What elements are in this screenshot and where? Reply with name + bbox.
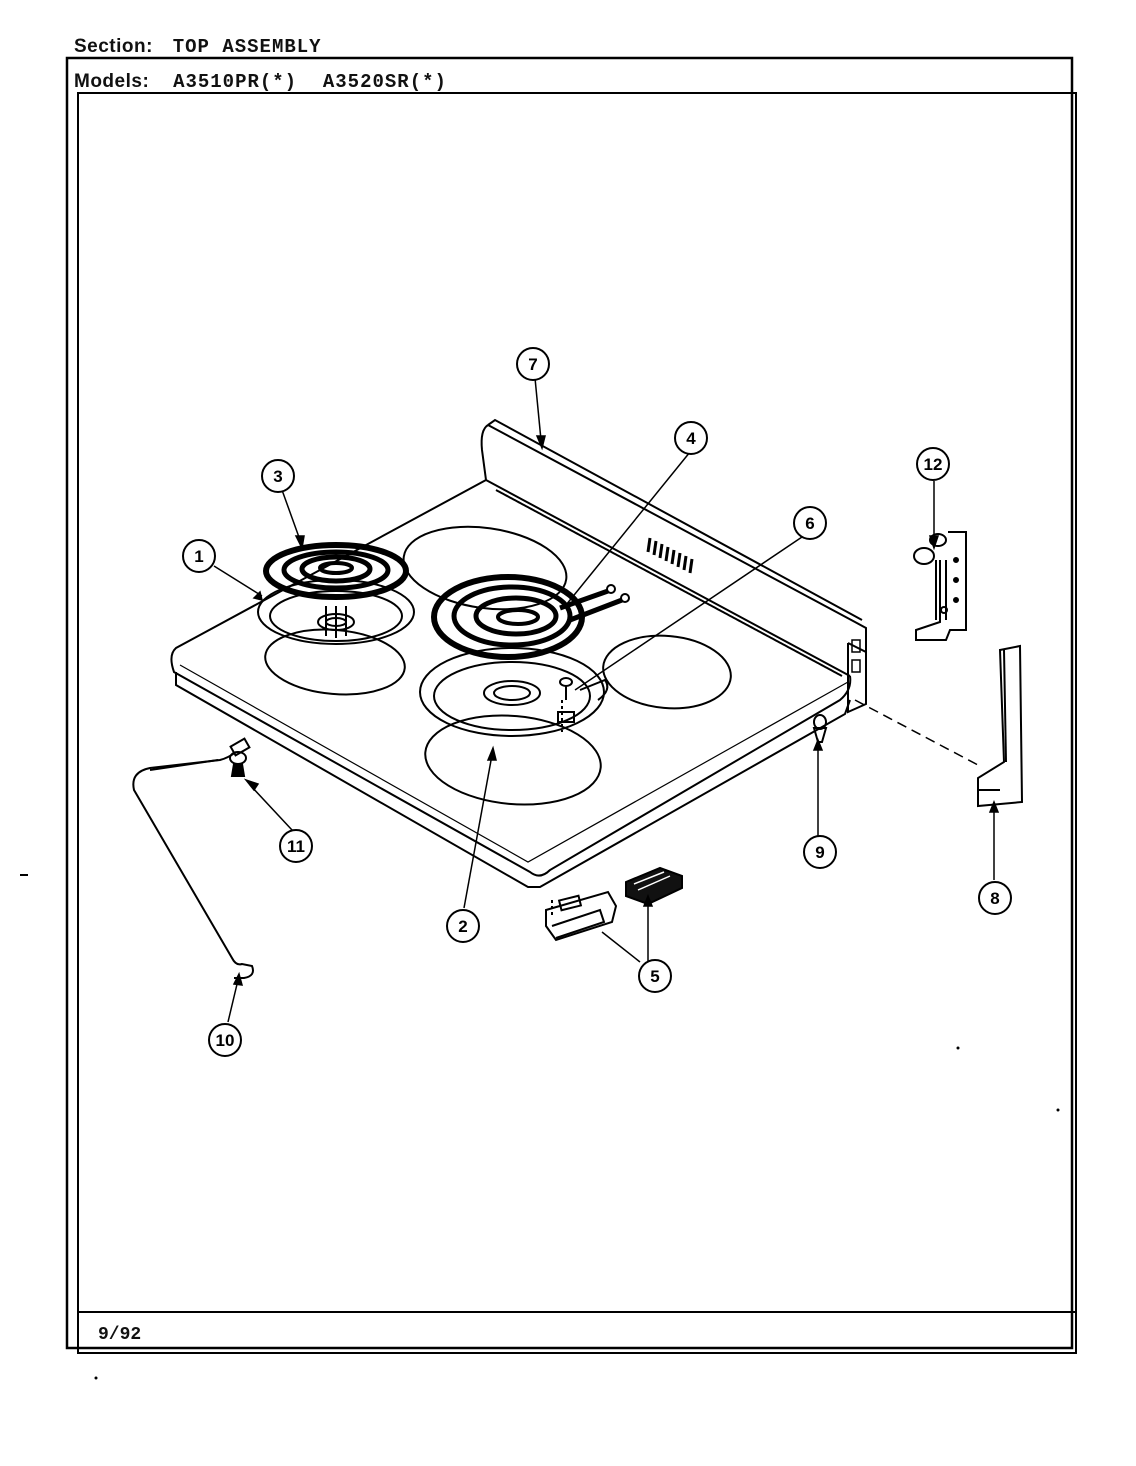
callout-circle-1 (182, 539, 216, 573)
callout-circle-8 (978, 881, 1012, 915)
inner-frame (77, 92, 1077, 1354)
knob-highlight (633, 871, 671, 891)
screw-part-6 (557, 677, 575, 732)
callout-circle-3 (261, 459, 295, 493)
model-a3520sr: A3520SR(*) (322, 71, 447, 93)
large-surface-element (431, 574, 630, 660)
model-a3510pr: A3510PR(*) (173, 71, 298, 93)
callout-label-2: 2 (458, 917, 467, 936)
side-trim-part-8 (977, 644, 1024, 808)
section-label: Section: (74, 36, 153, 57)
section-value: TOP ASSEMBLY (172, 36, 322, 58)
callout-label-8: 8 (990, 889, 999, 908)
callout-label-1: 1 (194, 547, 203, 566)
leader-dashed-8 (854, 699, 979, 766)
callout-label-10: 10 (216, 1031, 235, 1050)
callout-label-9: 9 (815, 843, 824, 862)
models-label: Models: (74, 71, 150, 92)
callout-label-5: 5 (650, 967, 659, 986)
hinge-bracket-part-12 (913, 531, 967, 641)
callout-circle-9 (803, 835, 837, 869)
section-header: Section: TOP ASSEMBLY (74, 36, 322, 58)
callout-circle-2 (446, 909, 480, 943)
callout-circles (182, 347, 1012, 1057)
callout-circle-7 (516, 347, 550, 381)
callout-circle-10 (208, 1023, 242, 1057)
callout-label-3: 3 (273, 467, 282, 486)
callout-circle-11 (279, 829, 313, 863)
models-header: Models: A3510PR(*) A3520SR(*) (74, 71, 447, 93)
switch-part-5 (545, 890, 618, 942)
callout-circle-12 (916, 447, 950, 481)
clip-part-9 (812, 714, 828, 743)
callout-label-7: 7 (528, 355, 537, 374)
leader-lines (213, 377, 1000, 1023)
callout-label-12: 12 (924, 455, 943, 474)
outer-frame (65, 56, 1074, 1350)
scan-specks (20, 874, 1060, 1380)
cooktop-assembly (170, 418, 867, 888)
revision-date: 9/92 (98, 1325, 142, 1345)
left-surface-element (263, 542, 409, 600)
callout-circle-4 (674, 421, 708, 455)
callout-label-11: 11 (287, 837, 305, 856)
callout-label-4: 4 (686, 429, 696, 448)
callout-circle-5 (638, 959, 672, 993)
knob-part-5 (625, 866, 683, 906)
callout-label-6: 6 (805, 514, 814, 533)
vent-slots (646, 537, 694, 574)
wire-harness-part-10 (132, 737, 254, 979)
right-drip-pan (419, 647, 609, 737)
callout-circle-6 (793, 506, 827, 540)
screw-part-11 (229, 751, 247, 777)
